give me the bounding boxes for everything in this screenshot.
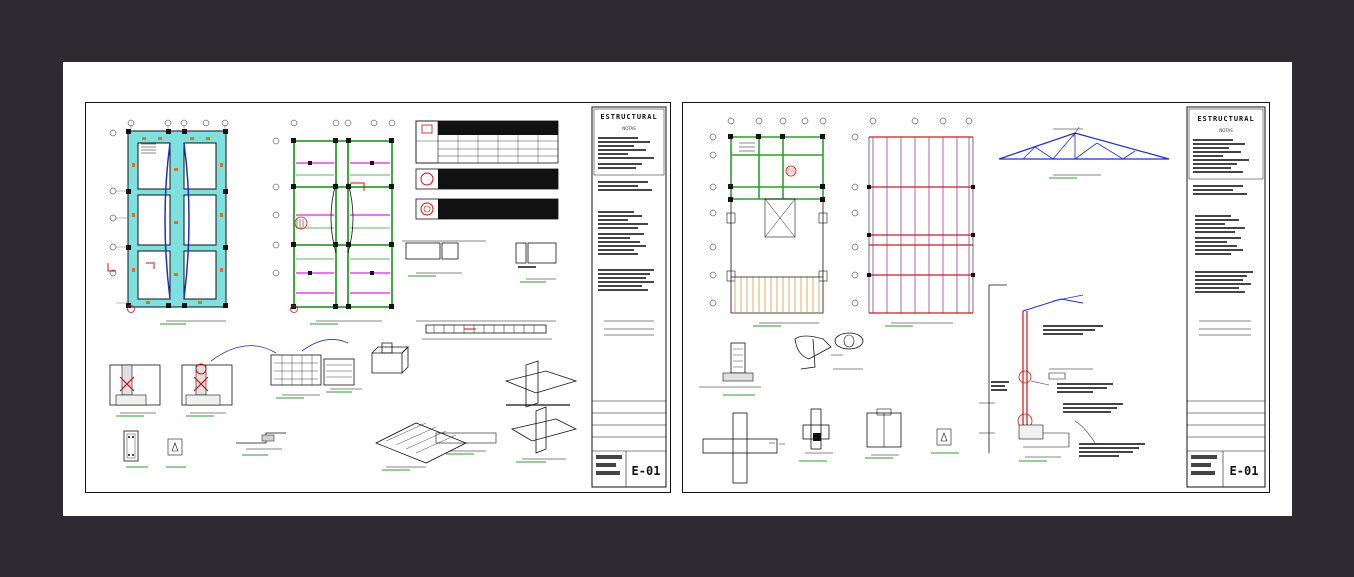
foundation-plan (107, 119, 229, 325)
step-footing-detail (236, 432, 286, 456)
floor-framing-plan (272, 119, 396, 325)
foundation-details (109, 339, 409, 417)
title-block-sheet-code: E-01 (632, 464, 661, 478)
roof-truss-elevation (998, 126, 1170, 179)
title-block-title: ESTRUCTURAL (1197, 115, 1254, 123)
beam-section-details (402, 240, 557, 283)
schedule-tables (415, 120, 559, 220)
slab-reinforcement-detail (375, 422, 497, 471)
column-truss-section (979, 284, 1145, 462)
title-block: ESTRUCTURAL NOTAS E-01 (591, 106, 667, 488)
title-block-title: ESTRUCTURAL (600, 113, 657, 121)
title-block-notes-heading: NOTAS (622, 126, 636, 131)
upper-floor-framing-plan (709, 117, 828, 327)
plan-sheet-1-drawing: ESTRUCTURAL NOTAS E-01 (107, 106, 667, 488)
roof-connection-details (699, 332, 959, 484)
plan-sheet-2-drawing: ESTRUCTURAL NOTAS E-01 (699, 106, 1266, 488)
steel-connection-details (504, 360, 578, 463)
plan-sheet-1: ESTRUCTURAL NOTAS E-01 (85, 102, 671, 493)
beam-elevation (416, 320, 556, 340)
plan-sheet-2: ESTRUCTURAL NOTAS E-01 (682, 102, 1270, 493)
title-block: ESTRUCTURAL NOTAS E-01 (1186, 106, 1266, 488)
roof-framing-plan (851, 117, 975, 327)
column-detail-small (123, 430, 186, 468)
title-block-sheet-code: E-01 (1230, 464, 1259, 478)
title-block-notes-heading: NOTAS (1219, 128, 1233, 133)
